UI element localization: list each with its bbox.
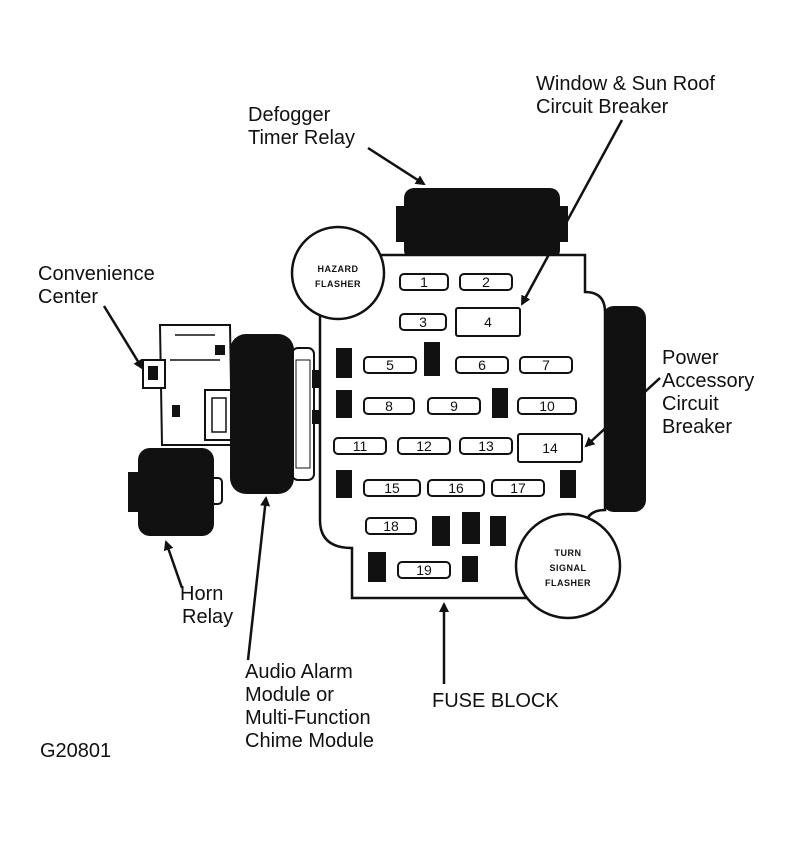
label-line: Accessory [662,370,755,392]
arrow-convenience [102,305,144,370]
fuse-8 [363,397,415,415]
horn-relay [128,448,223,536]
arrow-window-sunroof [520,119,624,306]
fuse-18-label: 18 [383,518,399,534]
fuse-3-label: 3 [419,314,427,330]
fuse-7 [519,356,573,374]
fuse-9 [427,397,481,415]
fuse-block-connectors [336,342,576,582]
label-power-accessory-breaker: Power Accessory Circuit Breaker [662,347,754,439]
fuse-3 [399,313,447,331]
label-line: Multi-Function [245,707,371,729]
label-line: Timer Relay [248,127,356,149]
convenience-center [142,324,236,446]
arrow-audio-alarm [246,496,271,661]
hazard-flasher-line1: HAZARD [318,264,359,274]
turn-signal-flasher: TURN SIGNAL FLASHER [514,512,622,620]
fuse-17 [491,479,545,497]
label-line: Relay [182,606,234,628]
fuse-5-label: 5 [386,357,394,373]
fuse-14 [517,433,583,463]
hazard-flasher-line2: FLASHER [315,279,361,289]
label-line: Defogger [248,104,331,126]
fuse-19-label: 19 [416,562,432,578]
label-defogger-timer-relay: Defogger Timer Relay [248,104,355,150]
fuse-4 [455,307,521,337]
fuse-1 [399,273,449,291]
hazard-flasher: HAZARD FLASHER [290,225,386,321]
fuse-15-label: 15 [384,480,400,496]
label-line: Horn [180,583,224,605]
fuse-10 [517,397,577,415]
defogger-timer-relay [396,188,568,260]
fuse-12 [397,437,451,455]
fuse-1-label: 1 [420,274,428,290]
label-line: Chime Module [245,730,374,752]
fuse-2-label: 2 [482,274,490,290]
label-convenience-center: Convenience Center [38,263,155,309]
fuse-15 [363,479,421,497]
fuse-12-label: 12 [416,438,432,454]
label-fuse-block: FUSE BLOCK [432,690,559,712]
label-line: Power [662,347,719,369]
fuse-numbers: 1 2 3 4 5 6 7 8 9 10 11 12 13 14 15 16 1… [353,274,558,578]
turn-flasher-line2: SIGNAL [549,563,586,573]
fuse-9-label: 9 [450,398,458,414]
turn-flasher-line3: FLASHER [545,578,591,588]
turn-flasher-line1: TURN [555,548,582,558]
fuse-8-label: 8 [385,398,393,414]
fuse-11 [333,437,387,455]
fuse-16-label: 16 [448,480,464,496]
fuse-16 [427,479,485,497]
audio-alarm-module [230,334,322,494]
label-audio-alarm-module: Audio Alarm Module or Multi-Function Chi… [245,661,374,753]
fuse-19 [397,561,451,579]
leader-arrows [102,119,661,684]
arrow-horn [163,540,184,589]
fuse-18 [365,517,417,535]
label-line: Circuit [662,393,719,415]
fuse-17-label: 17 [510,480,526,496]
fuse-13-label: 13 [478,438,494,454]
label-line: Audio Alarm [245,661,353,683]
label-line: Module or [245,684,334,706]
fuse-13 [459,437,513,455]
arrow-defogger [367,146,426,186]
fuse-slots [333,273,583,579]
fuse-6-label: 6 [478,357,486,373]
fuse-14-label: 14 [542,440,558,456]
label-window-sunroof-breaker: Window & Sun Roof Circuit Breaker [536,73,715,119]
label-line: Window & Sun Roof [536,73,715,95]
figure-id: G20801 [40,740,112,762]
fuse-7-label: 7 [542,357,550,373]
label-line: Circuit Breaker [536,96,669,118]
fuse-10-label: 10 [539,398,555,414]
arrow-power-accessory [584,377,661,448]
label-line: Breaker [662,416,733,438]
fuse-6 [455,356,509,374]
fuse-5 [363,356,417,374]
fuse-4-label: 4 [484,314,492,330]
fuse-11-label: 11 [353,438,368,454]
fuse-2 [459,273,513,291]
label-line: Center [38,286,99,308]
label-line: Convenience [38,263,155,285]
label-horn-relay: Horn Relay [180,583,233,629]
